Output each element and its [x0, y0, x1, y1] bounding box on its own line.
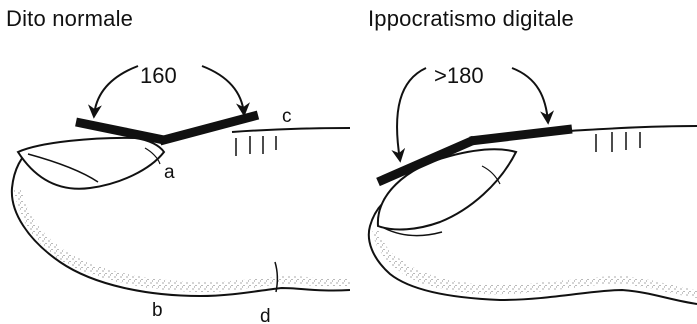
clubbed-finger-panel: Ippocratismo digitale >180: [350, 0, 697, 324]
normal-angle-arrow: [94, 66, 138, 116]
normal-finger-shading: [14, 190, 350, 292]
normal-dorsal-creases: [236, 136, 276, 156]
clubbed-angle-arrow-right: [512, 68, 548, 122]
clubbed-dorsal-creases: [596, 132, 640, 152]
clubbed-angle-bar-right: [470, 129, 572, 141]
clubbed-angle-label: >180: [434, 63, 484, 88]
normal-finger-dorsum: [232, 128, 350, 132]
clubbed-finger-drawing: >180: [350, 0, 697, 324]
point-label-c: c: [282, 106, 292, 127]
normal-angle-label: 160: [140, 63, 177, 88]
point-label-a: a: [164, 162, 175, 183]
normal-angle-bar-right: [160, 115, 258, 141]
clubbed-nail: [378, 149, 516, 229]
point-label-d: d: [260, 306, 271, 324]
normal-finger-drawing: 160 a b c d: [0, 0, 350, 324]
normal-angle-arrow-right: [202, 66, 244, 114]
point-label-b: b: [152, 300, 163, 321]
clubbed-angle-arrow: [397, 68, 426, 160]
clubbed-finger-shading: [372, 230, 697, 298]
normal-finger-panel: Dito normale 160 a b c d: [0, 0, 350, 324]
normal-nail: [18, 138, 164, 189]
